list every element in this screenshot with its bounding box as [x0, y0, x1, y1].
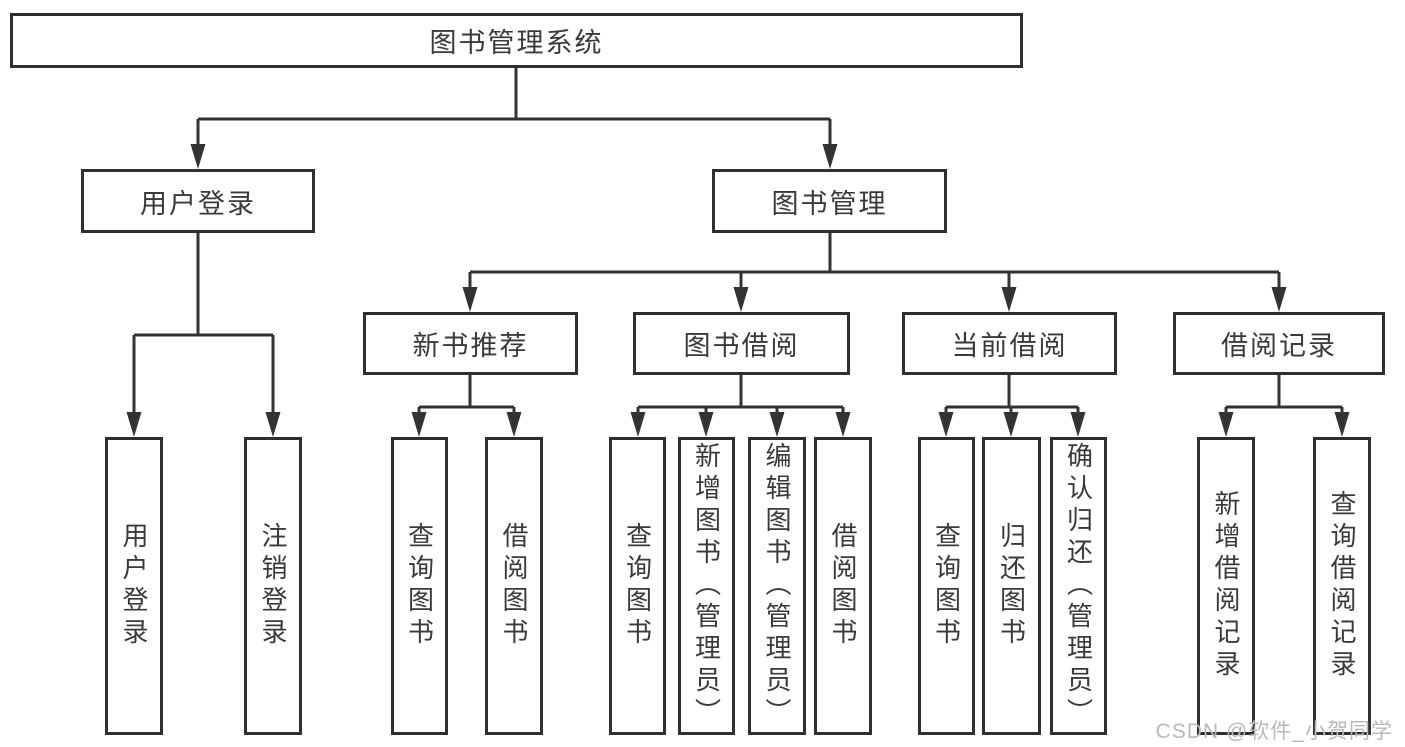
node-book-management: 图书管理 — [712, 169, 947, 233]
leaf-edit-book-admin: 编辑图书（管理员） — [748, 437, 806, 735]
node-new-book-recommend-label: 新书推荐 — [412, 331, 529, 361]
leaf-edit-book-admin-label: 编辑图书（管理员） — [762, 442, 792, 730]
leaf-confirm-return-admin: 确认归还（管理员） — [1050, 437, 1107, 735]
leaf-add-borrow-record-label: 新增借阅记录 — [1211, 490, 1241, 682]
leaf-add-book-admin: 新增图书（管理员） — [678, 437, 735, 735]
leaf-borrow-book: 借阅图书 — [814, 437, 872, 735]
leaf-user-login-label: 用户登录 — [119, 522, 149, 650]
node-borrow-records-label: 借阅记录 — [1221, 331, 1337, 361]
node-book-borrow-label: 图书借阅 — [683, 331, 800, 361]
leaf-query-book-borrow: 查询图书 — [609, 437, 666, 735]
leaf-query-borrow-record-label: 查询借阅记录 — [1327, 490, 1357, 682]
node-root-label: 图书管理系统 — [429, 28, 604, 58]
leaf-query-book-recommend-label: 查询图书 — [404, 522, 435, 650]
leaf-query-book-borrow-label: 查询图书 — [622, 522, 653, 650]
csdn-watermark: CSDN @软件_小贺同学 — [1155, 720, 1393, 743]
leaf-query-book-recommend: 查询图书 — [391, 437, 448, 735]
leaf-return-book: 归还图书 — [982, 437, 1041, 735]
leaf-borrow-book-recommend-label: 借阅图书 — [499, 522, 529, 650]
node-borrow-records: 借阅记录 — [1173, 312, 1385, 375]
leaf-borrow-book-label: 借阅图书 — [828, 522, 858, 650]
leaf-add-book-admin-label: 新增图书（管理员） — [691, 442, 722, 730]
node-root: 图书管理系统 — [10, 13, 1023, 68]
node-current-borrow-label: 当前借阅 — [951, 331, 1068, 361]
node-user-login-label: 用户登录 — [140, 188, 256, 219]
leaf-add-borrow-record: 新增借阅记录 — [1197, 437, 1255, 735]
leaf-query-book-current: 查询图书 — [918, 437, 975, 735]
node-current-borrow: 当前借阅 — [902, 312, 1117, 375]
node-book-management-label: 图书管理 — [771, 188, 888, 219]
leaf-query-book-current-label: 查询图书 — [931, 522, 962, 650]
leaf-borrow-book-recommend: 借阅图书 — [485, 437, 543, 735]
leaf-confirm-return-admin-label: 确认归还（管理员） — [1063, 442, 1094, 730]
node-user-login: 用户登录 — [81, 169, 315, 233]
node-new-book-recommend: 新书推荐 — [363, 312, 578, 375]
leaf-return-book-label: 归还图书 — [996, 522, 1027, 650]
leaf-query-borrow-record: 查询借阅记录 — [1313, 437, 1371, 735]
node-book-borrow: 图书借阅 — [633, 312, 850, 375]
leaf-logout: 注销登录 — [244, 437, 302, 735]
leaf-user-login: 用户登录 — [105, 437, 163, 735]
leaf-logout-label: 注销登录 — [258, 522, 288, 650]
